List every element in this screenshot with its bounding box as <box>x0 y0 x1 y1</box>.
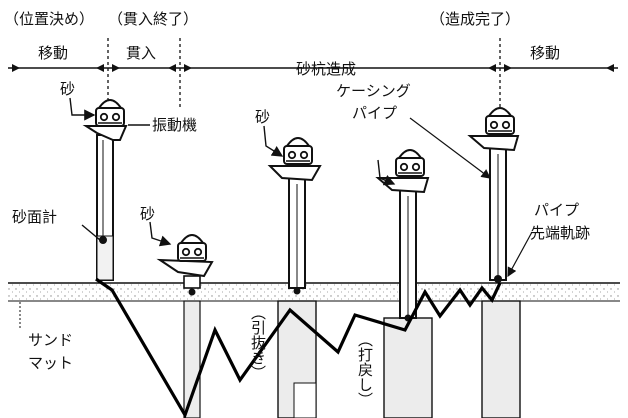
label-sand-level-meter: 砂面計 <box>12 208 57 226</box>
stage-completion-label: （造成完了） <box>430 10 520 28</box>
label-vibrator: 振動機 <box>152 116 197 134</box>
phase-timeline <box>8 38 618 110</box>
stage-penetration-end-label: （貫入終了） <box>108 10 198 28</box>
phase-sand-pile-forming: 砂杭造成 <box>296 60 356 78</box>
label-sand-mat-line2: マット <box>28 354 73 372</box>
label-casing-pipe-line1: ケーシング <box>336 82 411 100</box>
rig-redrive <box>375 149 430 322</box>
phase-move-start: 移動 <box>38 44 68 62</box>
rig-positioning <box>82 99 128 281</box>
label-pipe-tip-line2: 先端軌跡 <box>530 224 590 242</box>
label-redrive: （打戻し） <box>356 332 374 407</box>
rig-penetration-end <box>156 234 214 296</box>
label-pipe-tip-line1: パイプ <box>534 201 579 219</box>
phase-penetration: 貫入 <box>126 44 156 62</box>
leader-lines <box>69 97 533 278</box>
label-sand-2: 砂 <box>140 205 155 223</box>
sand-mat <box>8 282 620 302</box>
label-sand-mat-line1: サンド <box>28 331 73 349</box>
pipe-tip-trajectory <box>95 277 502 418</box>
label-casing-pipe-line2: パイプ <box>352 104 397 122</box>
rig-completion <box>467 107 520 283</box>
rig-pull-out <box>267 137 322 295</box>
phase-move-end: 移動 <box>530 44 560 62</box>
label-pull-out: （引抜き） <box>249 305 267 380</box>
label-sand-1: 砂 <box>60 80 75 98</box>
label-sand-3: 砂 <box>255 108 270 126</box>
stage-positioning-label: （位置決め） <box>4 10 94 28</box>
